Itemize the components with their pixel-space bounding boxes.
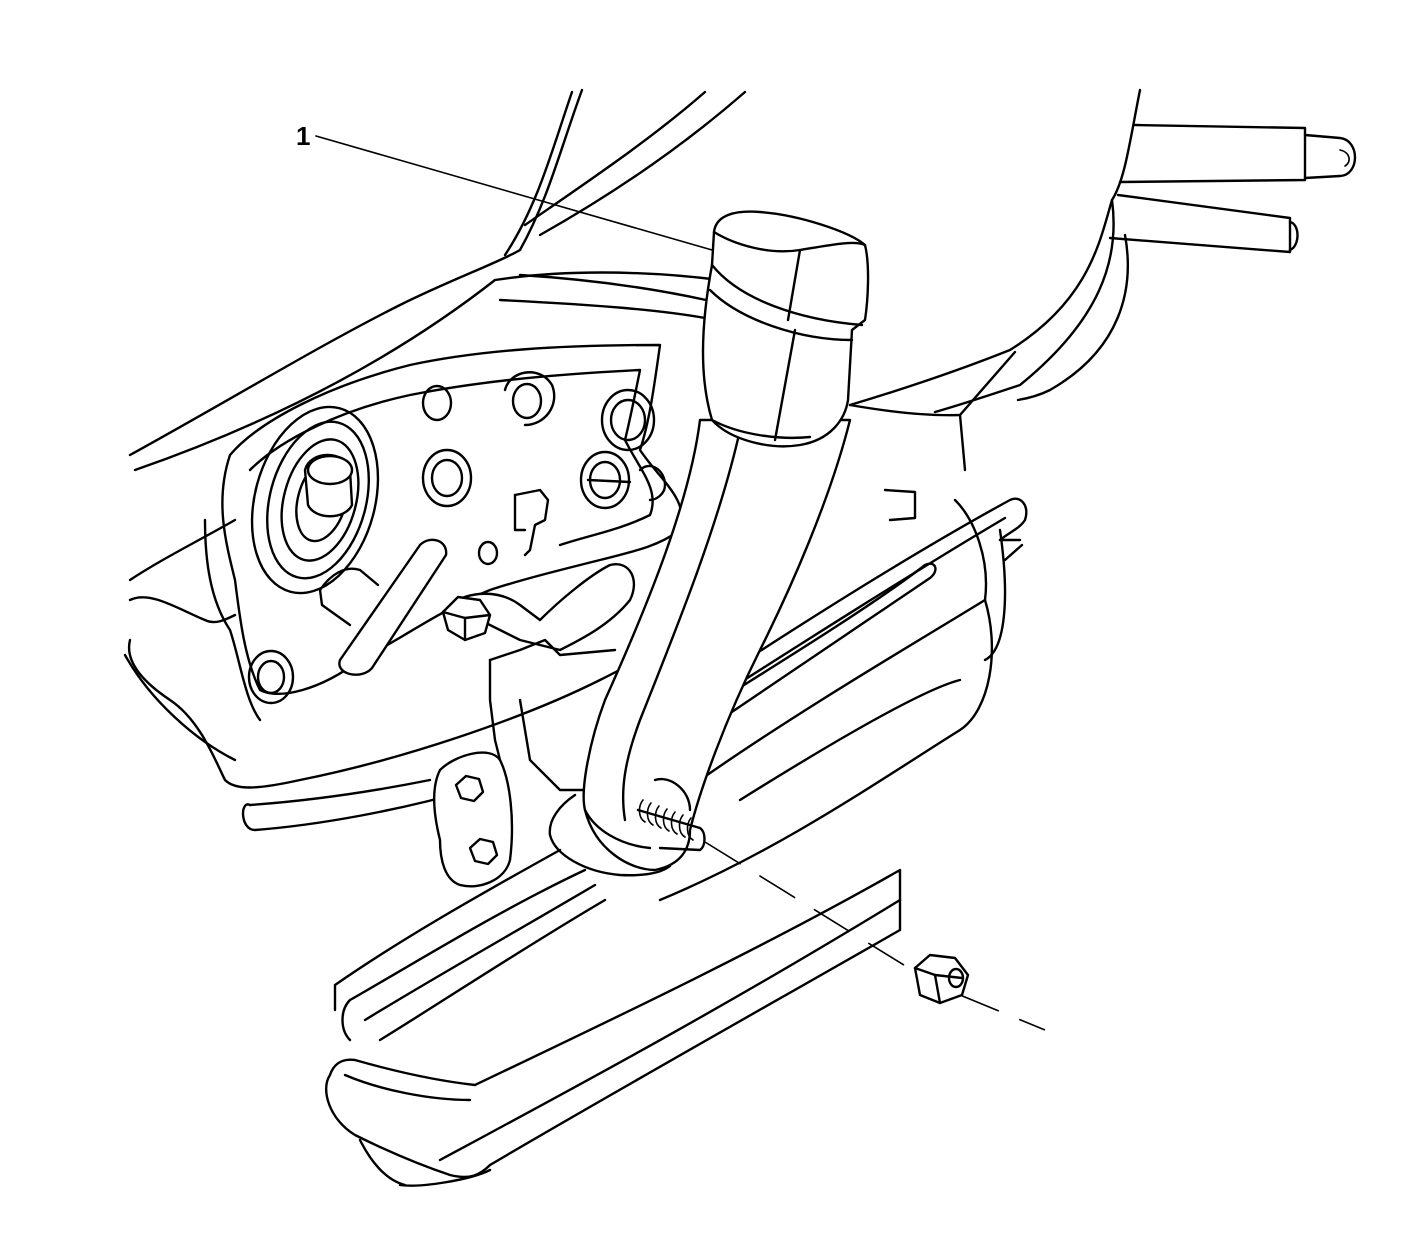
- callout-1-leader-line: [315, 135, 713, 251]
- seat-cushion-side: [498, 88, 1142, 417]
- seat-recliner-handle: [548, 210, 870, 877]
- seat-frame-tube: [123, 563, 662, 832]
- installation-axis: [704, 841, 1046, 1031]
- threaded-stud: [636, 799, 706, 852]
- callout-1-label: 1: [296, 121, 310, 151]
- lower-track-bar: [325, 848, 902, 1187]
- release-lever: [318, 538, 448, 676]
- seat-back-panel: [128, 88, 747, 472]
- callout-1: 1: [296, 121, 713, 251]
- recliner-mechanism-plate: [128, 343, 683, 722]
- plate-bolt: [441, 595, 492, 642]
- hex-nut: [913, 953, 970, 1005]
- lower-mounting-bracket: [433, 638, 617, 888]
- latch-tab: [513, 488, 550, 557]
- wiring-cables: [1108, 123, 1357, 254]
- pivot-spring-assembly: [250, 405, 380, 595]
- mounting-holes: [247, 371, 667, 705]
